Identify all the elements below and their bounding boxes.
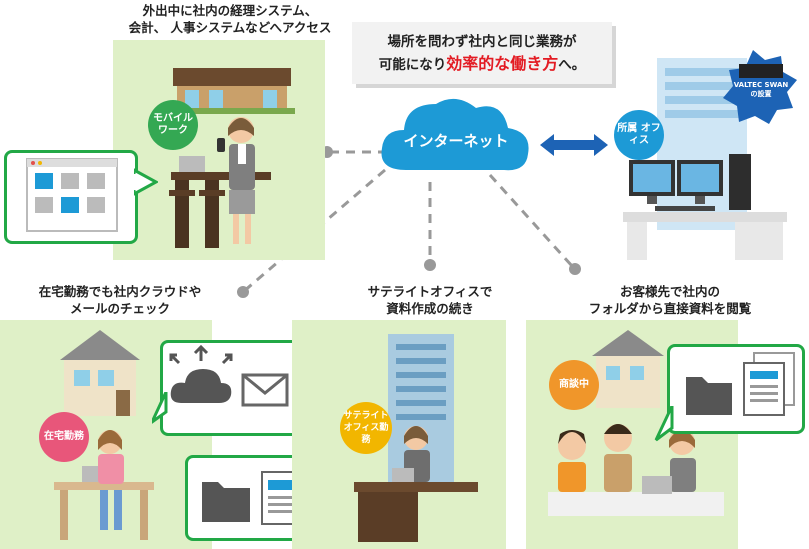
satellite-caption: サテライトオフィスで 資料作成の続き	[367, 284, 493, 316]
home-scene-illustration	[54, 330, 154, 540]
device-label: VALTEC SWAN の設置	[733, 81, 789, 98]
folder-icon	[686, 377, 732, 415]
bubble-tail	[654, 406, 674, 442]
client-meeting-badge: 商談中	[549, 360, 599, 410]
mobile-caption: 外出中に社内の経理システム、 会計、 人事システムなどへアクセス	[128, 3, 332, 35]
bubble-tail	[134, 168, 158, 196]
bubble-tail	[152, 392, 168, 424]
message-box: 場所を問わず社内と同じ業務が 可能になり効率的な働き方へ。	[352, 22, 612, 84]
satellite-scene-illustration	[354, 334, 478, 542]
office-badge: 所属 オフィス	[614, 110, 664, 160]
folder-icon	[202, 482, 250, 522]
mobile-scene-illustration	[169, 68, 295, 248]
mail-icon	[241, 373, 289, 407]
cloud-label: インターネット	[403, 132, 509, 150]
documents-icon	[743, 352, 795, 416]
client-caption: お客様先で社内の フォルダから直接資料を閲覧	[588, 284, 752, 316]
client-folder-bubble	[667, 344, 805, 434]
client-scene-illustration	[548, 330, 724, 516]
double-arrow-icon	[540, 134, 608, 156]
highlight-text: 効率的な働き方	[446, 54, 559, 73]
cloud-upload-icon	[169, 344, 233, 403]
office-illustration	[623, 50, 797, 260]
mobile-screen-bubble	[4, 150, 138, 244]
internet-cloud-icon	[381, 98, 529, 171]
app-window-icon	[26, 158, 118, 232]
satellite-office-badge: サテライト オフィス勤務	[340, 402, 392, 454]
home-work-badge: 在宅勤務	[39, 412, 89, 462]
cloud-mail-bubble	[160, 340, 300, 436]
mobile-work-badge: モバイル ワーク	[148, 100, 198, 150]
home-caption: 在宅勤務でも社内クラウドや メールのチェック	[38, 284, 202, 316]
